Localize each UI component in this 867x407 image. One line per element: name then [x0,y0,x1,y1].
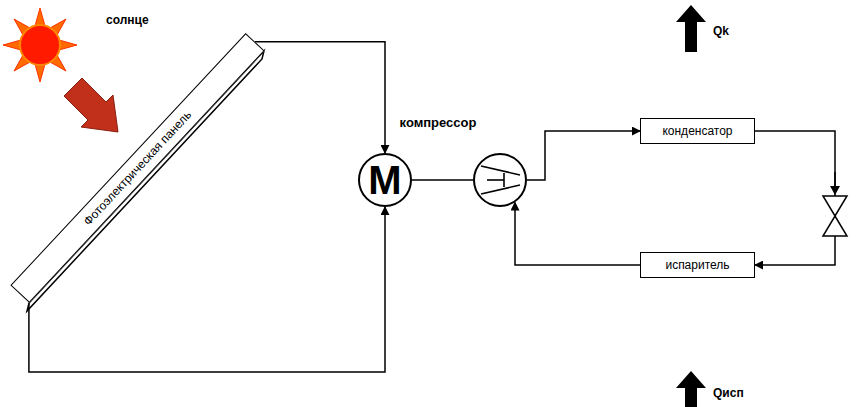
flow-arrow [755,131,835,265]
expansion-valve-symbol [823,172,847,236]
condenser-box: конденсатор [640,118,755,144]
compressor-icon [475,155,525,205]
flow-arrow [255,42,385,153]
motor-symbol: M [358,153,412,207]
heat-label: Qисп [712,386,745,400]
sunlight-arrow [64,78,118,132]
heat-arrow-in [676,371,706,407]
node-label: испаритель [665,258,729,272]
sun-symbol [3,8,77,82]
panel-side-face [27,51,264,311]
node-label: компрессор [400,115,477,130]
heat-label: Qk [712,24,730,38]
heat-arrow-up [676,5,706,52]
node-label: конденсатор [662,124,732,138]
flow-arrow [527,131,640,180]
photovoltaic-panel: Фотоэлектрическая панель [10,33,264,303]
compressor-symbol: компрессор [473,153,527,207]
sun-label: солнце [105,13,150,27]
shaft-line [412,179,473,181]
flow-arrow [515,202,640,265]
node-label: M [368,160,401,200]
evaporator-box: испаритель [640,252,755,278]
